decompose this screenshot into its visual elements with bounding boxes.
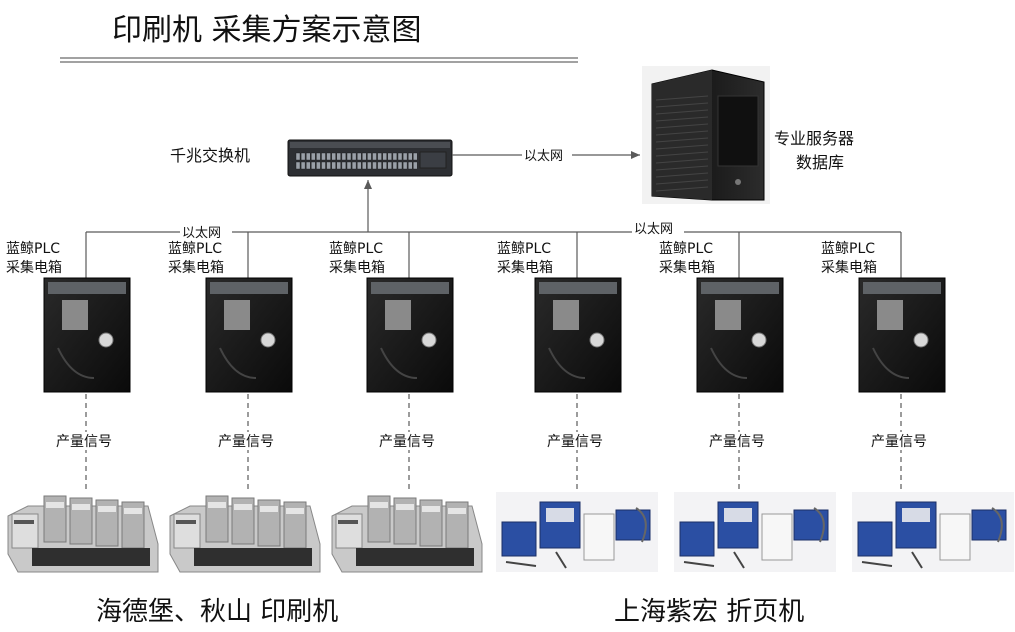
plc-box-label-line2: 采集电箱 (6, 259, 62, 276)
signal-label-bg (545, 432, 613, 450)
plc-box-label-line2: 采集电箱 (659, 259, 715, 276)
group-label-folders: 上海紫宏 折页机 (614, 597, 804, 627)
signal-label: 产量信号 (709, 434, 765, 450)
plc-module (385, 300, 411, 330)
plc-box-label-line1: 蓝鲸PLC (821, 241, 875, 257)
plc-box-row: 蓝鲸PLC采集电箱产量信号蓝鲸PLC采集电箱产量信号蓝鲸PLC采集电箱产量信号蓝… (6, 232, 946, 492)
printing-press-1 (7, 495, 159, 573)
plc-box-label-line1: 蓝鲸PLC (6, 241, 60, 257)
plc-module (877, 300, 903, 330)
folding-machine-2 (674, 492, 836, 572)
folding-machine-3 (852, 492, 1014, 572)
enclosure-lock (260, 332, 276, 348)
machine-row (7, 492, 1014, 573)
plc-module (715, 300, 741, 330)
plc-box-label-line2: 采集电箱 (168, 259, 224, 276)
plc-module (224, 300, 250, 330)
switch-label: 千兆交换机 (170, 146, 250, 165)
enclosure-top (701, 282, 779, 294)
plc-box-label-line1: 蓝鲸PLC (497, 241, 551, 257)
enclosure-cable (57, 347, 95, 379)
plc-module (553, 300, 579, 330)
server-label-line2: 数据库 (796, 153, 844, 172)
link-switch-server-label-bg (522, 146, 572, 164)
enclosure-top (863, 282, 941, 294)
enclosure-lock (589, 332, 605, 348)
plc-enclosure (43, 277, 131, 393)
enclosure-cable (872, 347, 910, 379)
gigabit-switch (287, 139, 453, 177)
enclosure-lock (913, 332, 929, 348)
link-switch-server-label: 以太网 (524, 149, 563, 164)
plc-box-label-line2: 采集电箱 (329, 259, 385, 276)
signal-label-bg (869, 432, 937, 450)
plc-module (62, 300, 88, 330)
server-tower (642, 66, 770, 204)
bus-label-left: 以太网 (182, 226, 221, 241)
signal-label-bg (216, 432, 284, 450)
enclosure-cable (548, 347, 586, 379)
enclosure-top (371, 282, 449, 294)
plc-enclosure (534, 277, 622, 393)
printing-press-3 (331, 495, 483, 573)
page-title: 印刷机 采集方案示意图 (112, 13, 422, 48)
plc-box-label-line2: 采集电箱 (821, 259, 877, 276)
signal-label-bg (707, 432, 775, 450)
folding-machine-1 (496, 492, 658, 572)
signal-label: 产量信号 (547, 434, 603, 450)
enclosure-lock (98, 332, 114, 348)
signal-label: 产量信号 (218, 434, 274, 450)
plc-box-label-line2: 采集电箱 (497, 259, 553, 276)
plc-box-label-line1: 蓝鲸PLC (329, 241, 383, 257)
plc-enclosure (696, 277, 784, 393)
enclosure-lock (421, 332, 437, 348)
plc-enclosure (205, 277, 293, 393)
bus-label-right-bg (632, 220, 684, 236)
enclosure-top (48, 282, 126, 294)
server-label-line1: 专业服务器 (774, 129, 854, 148)
plc-box-label-line1: 蓝鲸PLC (659, 241, 713, 257)
signal-label-bg (54, 432, 122, 450)
enclosure-top (539, 282, 617, 294)
printing-press-2 (169, 495, 321, 573)
plc-enclosure (366, 277, 454, 393)
plc-box-label-line1: 蓝鲸PLC (168, 241, 222, 257)
signal-label: 产量信号 (379, 434, 435, 450)
enclosure-lock (751, 332, 767, 348)
signal-label-bg (377, 432, 445, 450)
plc-enclosure (858, 277, 946, 393)
signal-label: 产量信号 (871, 434, 927, 450)
bus-label-right: 以太网 (634, 222, 673, 237)
enclosure-cable (380, 347, 418, 379)
signal-label: 产量信号 (56, 434, 112, 450)
enclosure-cable (219, 347, 257, 379)
bus-label-left-bg (180, 224, 232, 240)
group-label-presses: 海德堡、秋山 印刷机 (96, 597, 338, 627)
enclosure-cable (710, 347, 748, 379)
enclosure-top (210, 282, 288, 294)
